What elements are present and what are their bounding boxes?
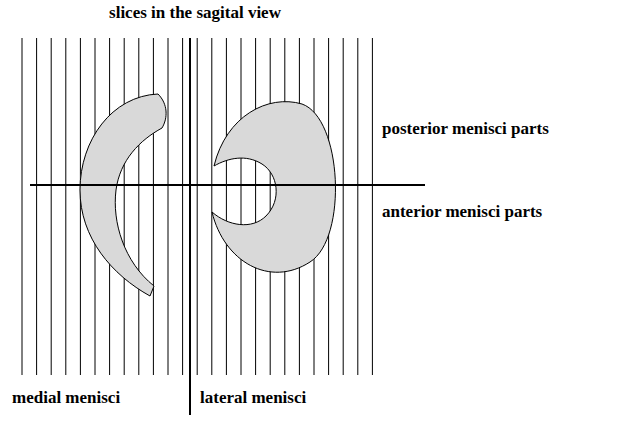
medial-meniscus <box>80 94 166 296</box>
slice-line <box>138 38 139 375</box>
slice-line <box>211 38 212 375</box>
slice-line <box>153 38 154 375</box>
slice-line <box>343 38 344 375</box>
slice-line <box>168 38 169 375</box>
slice-line <box>255 38 256 375</box>
slice-line <box>65 38 66 375</box>
slice-line <box>124 38 125 375</box>
midline <box>189 38 191 415</box>
slice-line <box>182 38 183 375</box>
lateral-meniscus <box>212 102 335 273</box>
slice-line <box>22 38 23 375</box>
slice-line <box>80 38 81 375</box>
slice-line <box>270 38 271 375</box>
region-label: lateral menisci <box>200 389 306 408</box>
slice-line <box>197 38 198 375</box>
slice-line <box>241 38 242 375</box>
slice-line <box>372 38 373 375</box>
diagram-title: slices in the sagital view <box>109 4 281 23</box>
slice-line <box>226 38 227 375</box>
slice-line <box>51 38 52 375</box>
slice-line <box>357 38 358 375</box>
region-label: posterior menisci parts <box>382 120 549 139</box>
slice-lines <box>22 38 372 375</box>
region-label: anterior menisci parts <box>382 203 542 222</box>
axis-line <box>30 184 425 186</box>
region-label: medial menisci <box>12 389 120 408</box>
slice-line <box>36 38 37 375</box>
